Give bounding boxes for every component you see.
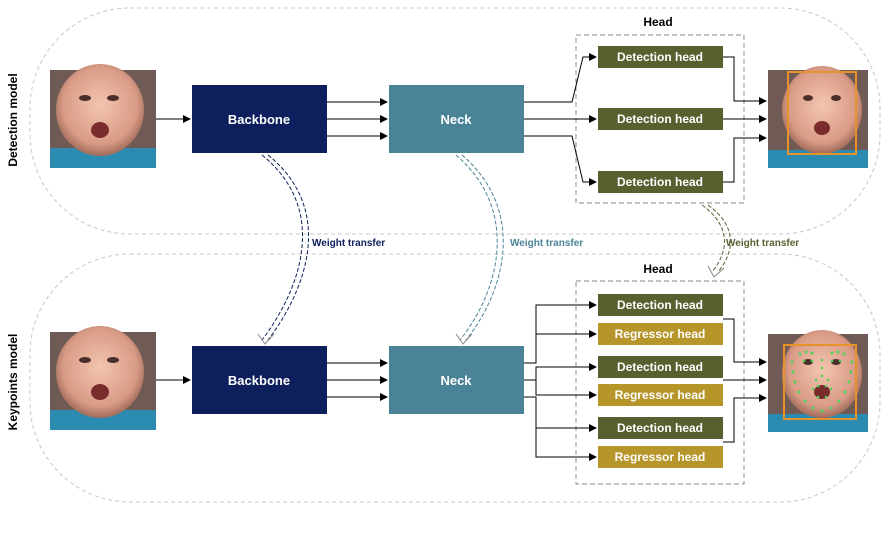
keypoints-bounding-box: [783, 344, 857, 420]
keypoints-backbone-box: Backbone: [192, 346, 327, 414]
svg-text:Detection head: Detection head: [617, 298, 703, 312]
detection-neck-box: Neck: [389, 85, 524, 153]
svg-text:Detection head: Detection head: [617, 50, 703, 64]
detection-head-3: Detection head: [598, 171, 723, 193]
detection-model-label: Detection model: [6, 73, 20, 166]
detection-model-panel: [29, 7, 881, 235]
keypoints-neck-box: Neck: [389, 346, 524, 414]
svg-text:Regressor head: Regressor head: [615, 327, 706, 341]
svg-text:Detection head: Detection head: [617, 112, 703, 126]
keypoints-head-title: Head: [643, 262, 672, 276]
keypoints-input-photo: [50, 326, 156, 430]
keypoints-neck-label: Neck: [440, 373, 472, 388]
detection-head-1: Detection head: [598, 46, 723, 68]
weight-transfer-head-label: Weight transfer: [726, 238, 799, 249]
keypoints-output-photo: [768, 330, 868, 432]
detection-neck-label: Neck: [440, 112, 472, 127]
weight-transfer-neck: Weight transfer: [455, 154, 583, 345]
keypoints-head-pair-1: Detection head Regressor head: [598, 294, 723, 345]
weight-transfer-backbone-label: Weight transfer: [312, 238, 385, 249]
svg-text:Detection head: Detection head: [617, 360, 703, 374]
detection-input-photo: [50, 64, 156, 168]
detection-head-title: Head: [643, 15, 672, 29]
keypoints-head-pair-3: Detection head Regressor head: [598, 417, 723, 468]
weight-transfer-backbone: Weight transfer: [257, 154, 385, 345]
keypoints-model-panel: [29, 253, 881, 503]
keypoints-model-label: Keypoints model: [6, 334, 20, 431]
svg-text:Detection head: Detection head: [617, 421, 703, 435]
weight-transfer-neck-label: Weight transfer: [510, 238, 583, 249]
keypoints-head-container: [575, 280, 745, 485]
facial-keypoints: [790, 350, 854, 413]
bounding-box: [787, 71, 857, 155]
svg-text:Regressor head: Regressor head: [615, 450, 706, 464]
svg-text:Detection head: Detection head: [617, 175, 703, 189]
detection-backbone-label: Backbone: [228, 112, 290, 127]
detection-output-photo: [768, 66, 868, 168]
keypoints-head-pair-2: Detection head Regressor head: [598, 356, 723, 406]
weight-transfer-head: Weight transfer: [701, 204, 799, 278]
detection-head-2: Detection head: [598, 108, 723, 130]
keypoints-backbone-label: Backbone: [228, 373, 290, 388]
svg-text:Regressor head: Regressor head: [615, 388, 706, 402]
detection-backbone-box: Backbone: [192, 85, 327, 153]
